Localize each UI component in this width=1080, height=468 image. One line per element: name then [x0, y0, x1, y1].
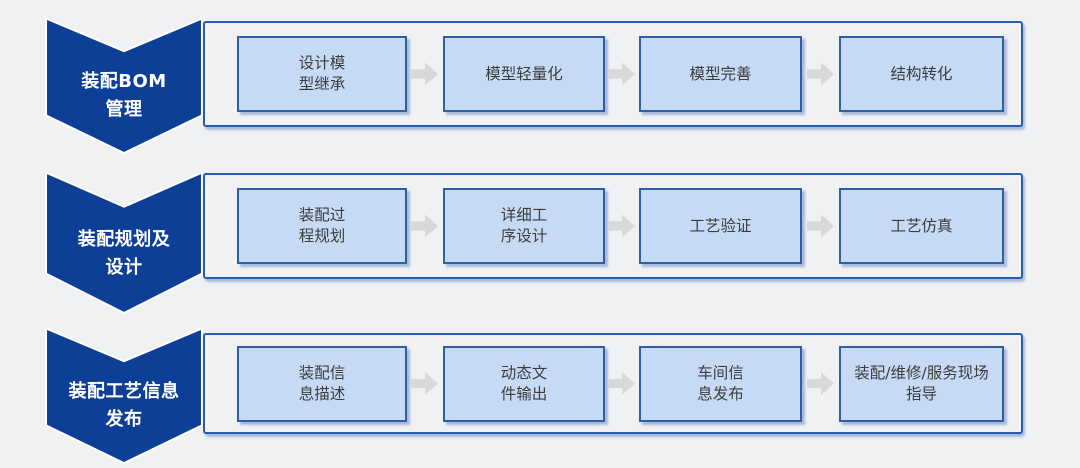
stage-banner-bom: 装配BOM 管理 [45, 18, 203, 155]
chevron-banner-shape [45, 18, 203, 155]
arrow-right-icon [807, 372, 834, 395]
step-box: 装配过 程规划 [237, 188, 407, 264]
step-box: 设计模 型继承 [237, 36, 407, 112]
stage-track-planning: 装配过 程规划 详细工 序设计 工艺验证 工艺仿真 [203, 173, 1023, 279]
step-box: 模型轻量化 [443, 36, 605, 112]
chevron-banner-shape [45, 328, 203, 465]
step-box: 装配/维修/服务现场 指导 [839, 345, 1004, 422]
step-box: 详细工 序设计 [443, 188, 605, 264]
arrow-right-icon [807, 214, 834, 238]
arrow-right-icon [608, 372, 635, 395]
chevron-banner-shape [45, 172, 203, 315]
arrow-right-icon [411, 214, 438, 238]
step-box: 模型完善 [639, 36, 802, 112]
step-box: 动态文 件输出 [443, 345, 605, 422]
step-box: 装配信 息描述 [237, 345, 407, 422]
stage-banner-label: 装配BOM 管理 [81, 71, 167, 121]
arrow-right-icon [608, 62, 635, 86]
step-box: 工艺验证 [639, 188, 802, 264]
stage-banner-label: 装配工艺信息 发布 [68, 381, 180, 431]
arrow-right-icon [411, 372, 438, 395]
stage-banner-publish: 装配工艺信息 发布 [45, 328, 203, 465]
stage-track-bom: 设计模 型继承 模型轻量化 模型完善 结构转化 [203, 21, 1023, 127]
arrow-right-icon [807, 62, 834, 86]
stage-banner-label: 装配规划及 设计 [77, 228, 171, 278]
stage-banner-planning: 装配规划及 设计 [45, 172, 203, 315]
step-box: 结构转化 [839, 36, 1004, 112]
step-box: 工艺仿真 [839, 188, 1004, 264]
step-box: 车间信 息发布 [639, 345, 802, 422]
arrow-right-icon [608, 214, 635, 238]
stage-track-publish: 装配信 息描述 动态文 件输出 车间信 息发布 装配/维修/服务现场 指导 [203, 333, 1023, 434]
arrow-right-icon [411, 62, 438, 86]
